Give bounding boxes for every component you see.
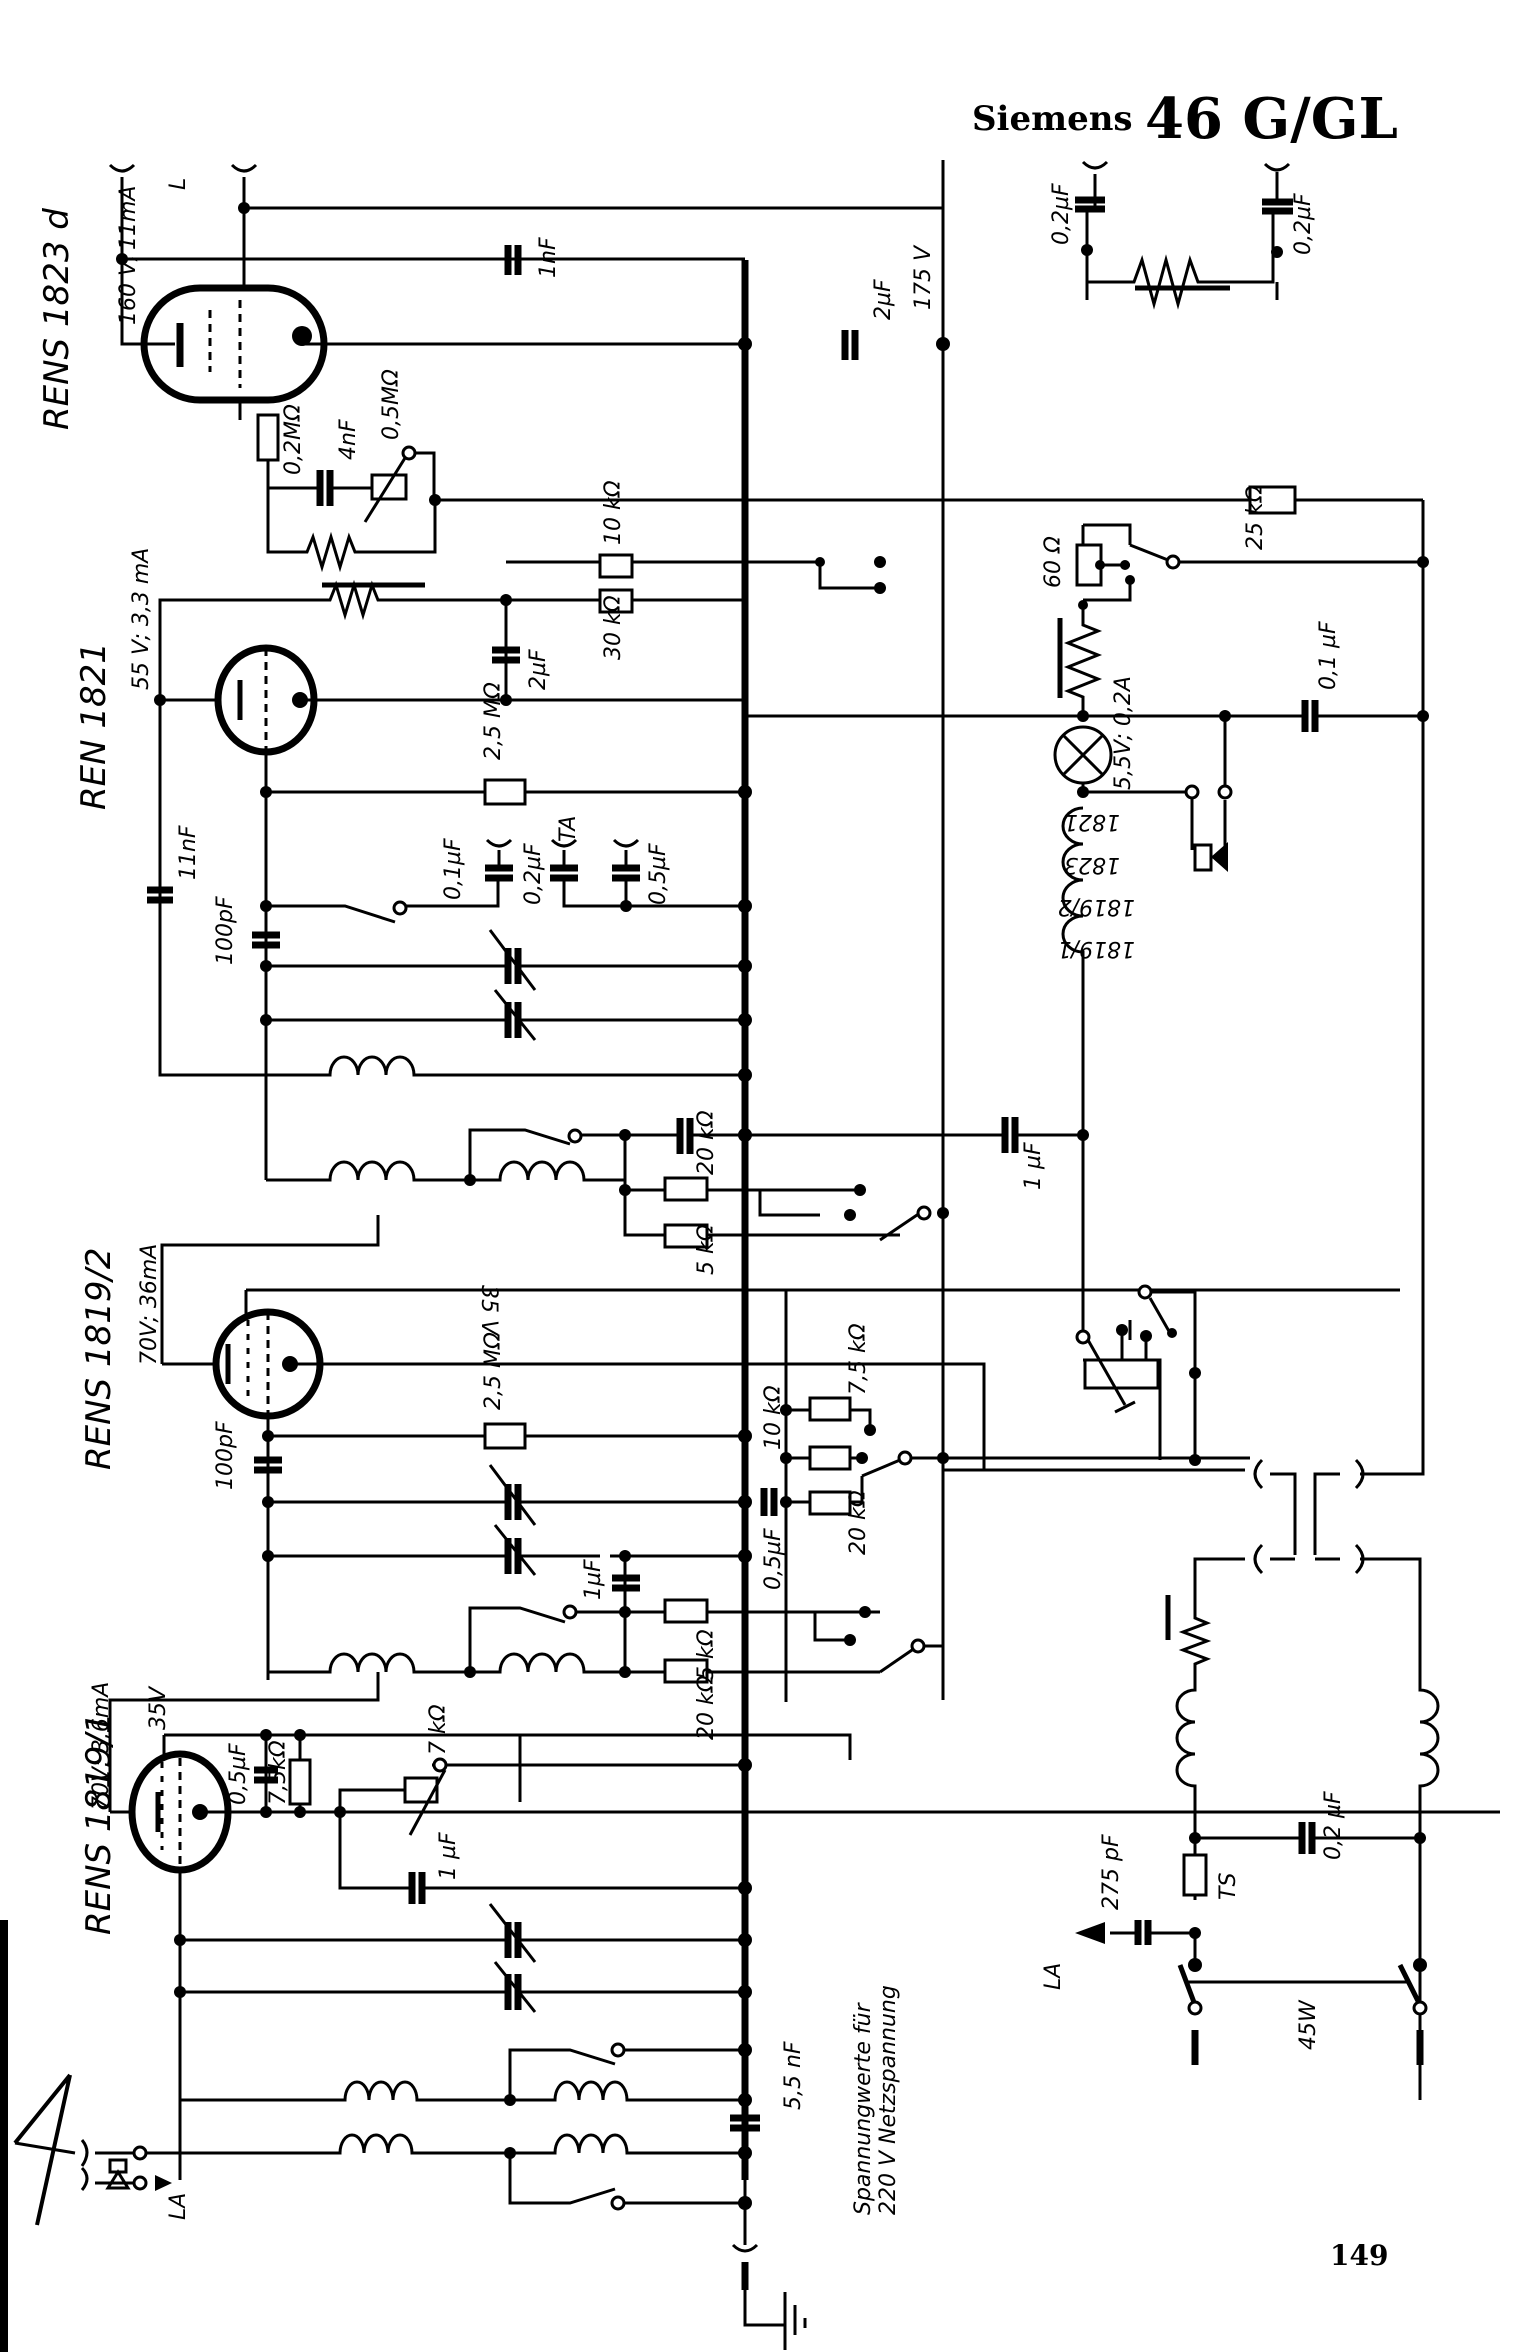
power-rating-label: 45W xyxy=(1296,1999,1321,2050)
res-10k-label: 10 kΩ xyxy=(601,480,626,545)
cap-2uF-top-label: 2µF xyxy=(871,279,896,320)
res-75k-b-label: 7,5kΩ xyxy=(266,1740,291,1805)
antenna-LA-label: LA xyxy=(166,2193,191,2220)
lamp-label: 5,5V; 0,2A xyxy=(1111,676,1136,790)
brand-title: Siemens xyxy=(972,99,1133,139)
pilot-lamp-icon xyxy=(1053,725,1113,785)
res-5k-a-label: 5 kΩ xyxy=(694,1224,719,1275)
ta-label: TA xyxy=(556,816,581,842)
page-number: 149 xyxy=(1330,2239,1388,2272)
cap-01uF-label: 0,1µF xyxy=(441,838,466,900)
cap-05uF-ta-label: 0,5µF xyxy=(646,843,671,905)
res-30k-label: 30 kΩ xyxy=(601,595,626,660)
cap-11nF-label: 11nF xyxy=(176,825,201,880)
heater-1819-1-label: 1819/1 xyxy=(1058,936,1135,961)
res-75k-a-label: 7,5 kΩ xyxy=(846,1323,871,1395)
scan-border xyxy=(0,1920,8,2352)
tube-ren-1821 xyxy=(214,644,318,756)
supply-175V-label: 175 V xyxy=(911,244,936,310)
res-25M-b-label: 2,5 MΩ xyxy=(481,1332,506,1410)
note-line1: Spannungwerte für xyxy=(851,2001,876,2215)
cap-05uF-b-label: 0,5µF xyxy=(761,1528,786,1590)
tube-1823d-voltage: 160 V; xyxy=(116,254,141,325)
cap-01uF-right-label: 0,1 µF xyxy=(1316,621,1341,690)
antenna-icon xyxy=(13,2073,172,2226)
cap-2uF-mid-label: 2µF xyxy=(526,649,551,690)
tube-1821-rating: 55 V; 3,3 mA xyxy=(129,548,154,690)
tube-1823d-label: RENS 1823 d xyxy=(37,208,77,430)
res-5k-b-label: 5 kΩ xyxy=(694,1629,719,1680)
tube-1819-1-screen: 35V xyxy=(146,1685,171,1730)
res-10k-b-label: 10 kΩ xyxy=(761,1385,786,1450)
pot-7k-label: 7 kΩ xyxy=(426,1704,451,1755)
cap-1nF-label: 1nF xyxy=(536,237,561,278)
speaker-icon xyxy=(1193,842,1228,872)
tube-1819-1-label: RENS 1819/1 xyxy=(79,1712,119,1935)
cap-100pF-a-label: 100pF xyxy=(213,896,238,965)
cap-100pF-b-label: 100pF xyxy=(213,1421,238,1490)
inset-filter: 0,2µF 0,2µF xyxy=(1049,160,1316,310)
cap-4nF-label: 4nF xyxy=(336,419,361,460)
cap-1uF-c-label: 1 µF xyxy=(436,1832,461,1880)
tube-1819-2-rating: 70V; 36mA xyxy=(137,1244,162,1365)
cap-55nF-label: 5,5 nF xyxy=(781,2041,806,2110)
heater-1821-label: 1821 xyxy=(1064,809,1120,834)
tube-1819-2-label: RENS 1819/2 xyxy=(79,1247,119,1470)
cap-05uF-c-label: 0,5µF xyxy=(226,1743,251,1805)
res-25k-label: 25 kΩ xyxy=(1243,485,1268,550)
cap-275pF-label: 275 pF xyxy=(1099,1834,1124,1910)
model-title: 46 G/GL xyxy=(1145,86,1398,152)
ground-icon xyxy=(731,2243,807,2350)
res-20k-c-label: 20 kΩ xyxy=(694,1675,719,1740)
mains-LA-label: LA xyxy=(1041,1963,1066,1990)
cap-1uF-b-label: 1µF xyxy=(581,1559,606,1600)
tube-1819-2-screen-label: 35 V xyxy=(476,1285,501,1337)
res-20k-b-label: 20 kΩ xyxy=(846,1490,871,1555)
tube-rens-1823d xyxy=(140,284,745,420)
res-02M-label: 0,2MΩ xyxy=(281,404,306,475)
variable-cap-group xyxy=(488,929,537,1041)
note-line2: 220 V Netzspannung xyxy=(876,1985,901,2215)
cap-02uF-ta-label: 0,2µF xyxy=(521,843,546,905)
cap-02uF-mains-label: 0,2 µF xyxy=(1321,1791,1346,1860)
heater-1823-label: 1823 xyxy=(1064,852,1120,877)
cap-1uF-coupling-label: 1 µF xyxy=(1021,1142,1046,1190)
tube-1819-1-rating: 70V; 3,6mA xyxy=(89,1682,114,1810)
tube-1823d-current: 11mA xyxy=(116,186,141,250)
res-60-label: 60 Ω xyxy=(1041,536,1066,588)
res-20k-a-label: 20 kΩ xyxy=(694,1110,719,1175)
inset-cap-left-label: 0,2µF xyxy=(1049,183,1074,245)
fuse-TS-label: TS xyxy=(1216,1873,1241,1900)
inset-cap-right-label: 0,2µF xyxy=(1291,193,1316,255)
heater-1819-2-label: 1819/2 xyxy=(1058,894,1135,919)
tube-1821-label: REN 1821 xyxy=(74,642,114,810)
res-25M-a-label: 2,5 MΩ xyxy=(481,682,506,760)
mains-switch[interactable] xyxy=(1177,1963,1428,2016)
pot-05M-label: 0,5MΩ xyxy=(379,369,404,440)
speaker-L-label: L xyxy=(166,178,191,190)
